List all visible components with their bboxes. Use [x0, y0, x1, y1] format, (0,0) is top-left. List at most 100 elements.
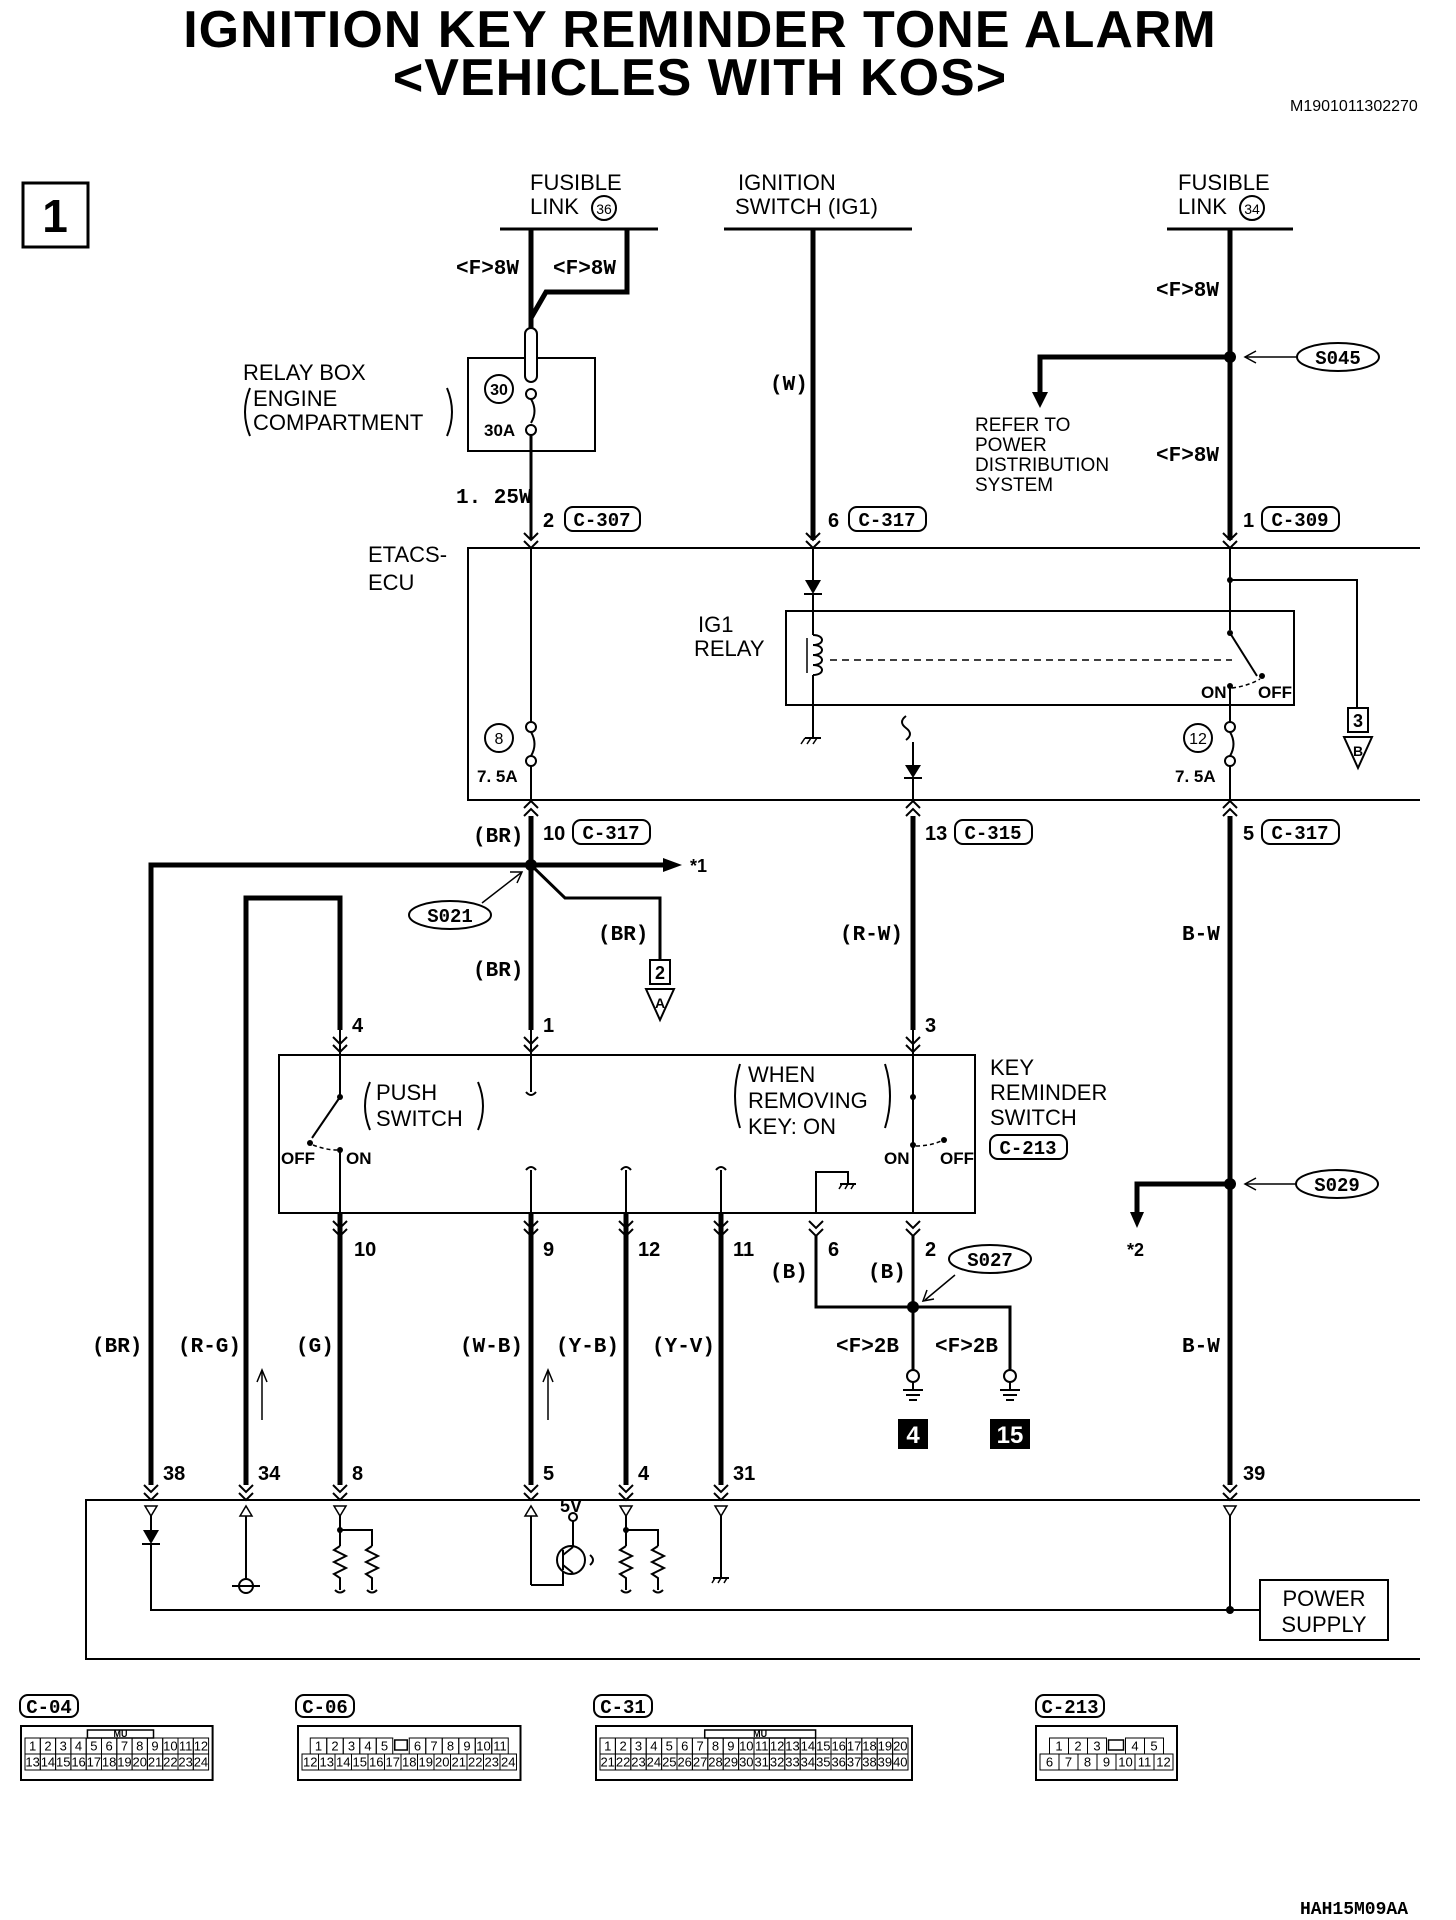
connector-view-pin: 13 — [320, 1755, 334, 1770]
connector-c307-pin: 2 — [543, 510, 554, 532]
connector-view-pin: 28 — [708, 1755, 722, 1770]
connector-c309-box — [1261, 506, 1340, 532]
connector-view-pin: 22 — [163, 1755, 177, 1770]
fuse-30-rating: 30A — [484, 421, 515, 440]
connector-view-pin: 13 — [785, 1739, 799, 1754]
connector-view-pin: 2 — [619, 1739, 626, 1754]
push-switch-paren-left — [364, 1081, 371, 1131]
connector-view-cell — [892, 1753, 909, 1771]
wire-label-br-a: (BR) — [473, 826, 523, 849]
fusible-link-element — [524, 327, 538, 383]
connector-view-pin: 5 — [381, 1739, 388, 1754]
fuse-12-element — [1229, 731, 1235, 757]
key-switch-top-pin-4: 4 — [352, 1015, 364, 1037]
connector-c307-name: C-307 — [573, 510, 630, 532]
relay-box-label-2: ENGINE — [253, 386, 337, 411]
ig1-contact-off — [1259, 673, 1265, 679]
page-marker: 1 — [42, 190, 68, 242]
connector-c317c-pin: 5 — [1243, 823, 1254, 845]
splice-s027-pointer — [924, 1274, 956, 1301]
wire-label-bw-b: B-W — [1182, 1336, 1220, 1359]
cross-ref-2-letter: A — [655, 995, 665, 1011]
connector-c317b-name: C-317 — [582, 823, 639, 845]
refer-note-line2: POWER — [975, 435, 1047, 456]
cross-ref-2-num: 2 — [655, 963, 665, 983]
ig1-relay-label-2: RELAY — [694, 636, 765, 661]
wire-label-f8w-d: <F>8W — [1156, 445, 1219, 468]
connector-view-pin: 20 — [435, 1755, 449, 1770]
ground-4-badge — [898, 1419, 928, 1449]
connector-c309-pin: 1 — [1243, 510, 1254, 532]
connector-view-pin: 1 — [29, 1739, 36, 1754]
fuse-12-num-circle — [1183, 723, 1213, 753]
fuse-12-rating: 7. 5A — [1175, 767, 1216, 786]
connector-view-pin: 23 — [178, 1755, 192, 1770]
wire-label-f8w-c: <F>8W — [1156, 280, 1219, 303]
connector-view-pin: 35 — [816, 1755, 830, 1770]
power-supply-box — [1259, 1579, 1389, 1641]
ground-15-icon — [1000, 1369, 1020, 1401]
ecu-pin-5: 5 — [543, 1463, 554, 1485]
key-switch-label-2: REMINDER — [990, 1080, 1107, 1105]
document-id: M1901011302270 — [1290, 98, 1418, 115]
connector-c315-box — [954, 819, 1033, 845]
wire-label-f8w-b: <F>8W — [553, 258, 616, 281]
key-switch-off-label: OFF — [940, 1149, 974, 1168]
connector-view-pin: 22 — [468, 1755, 482, 1770]
connector-view-cell — [499, 1753, 517, 1771]
ig1-diode — [805, 580, 821, 594]
connector-view-label: C-06 — [302, 1697, 348, 1719]
connector-view-pin: 3 — [1093, 1739, 1100, 1754]
splice-s021-pointer — [481, 871, 523, 904]
connector-view-pin: 2 — [44, 1739, 51, 1754]
ecu-31-ground-icon — [711, 1516, 729, 1584]
connector-view-pin: 29 — [724, 1755, 738, 1770]
ecu-4-resistors — [617, 1516, 667, 1594]
fusible-link-34-label-1: FUSIBLE — [1178, 170, 1270, 195]
ig1-relay-box — [785, 610, 1295, 706]
ground-15-badge — [990, 1419, 1030, 1449]
wire-label-w: (W) — [770, 374, 808, 397]
relay-box-label-1: RELAY BOX — [243, 360, 366, 385]
signal-arrow-wb-head — [542, 1368, 554, 1383]
wire-f8w-b — [528, 229, 630, 320]
connector-view-housing — [297, 1725, 522, 1781]
connector-view-pin: 7 — [121, 1739, 128, 1754]
fuse-8-num: 8 — [495, 731, 504, 748]
key-switch-label-3: SWITCH — [990, 1105, 1077, 1130]
wire-f2b-b — [913, 1305, 1012, 1370]
connector-view-pin: 30 — [739, 1755, 753, 1770]
star2-label: *2 — [1127, 1240, 1144, 1260]
wire-label-rg: (R-G) — [178, 1336, 241, 1359]
switch-pin-9-stub — [525, 1166, 537, 1213]
wire-label-br-b: (BR) — [598, 924, 648, 947]
power-supply-label-1: POWER — [1282, 1586, 1365, 1611]
fusible-link-36-label-1: FUSIBLE — [530, 170, 622, 195]
connector-view-pin: 14 — [41, 1755, 55, 1770]
ecu-lower-box — [85, 1499, 1420, 1660]
connector-view-pin: 9 — [463, 1739, 470, 1754]
connector-view-pin: 15 — [353, 1755, 367, 1770]
ecu-power-bus — [150, 1544, 1260, 1611]
cross-ref-3-box — [1347, 707, 1369, 733]
connector-view-pin: 1 — [604, 1739, 611, 1754]
connector-view-label-box — [1035, 1694, 1105, 1718]
connector-view-pin: 20 — [893, 1739, 907, 1754]
switch-pin-11-stub — [715, 1166, 727, 1213]
refer-note-line3: DISTRIBUTION — [975, 455, 1109, 476]
etacs-mid-break — [901, 715, 911, 741]
connector-view-pin: 8 — [136, 1739, 143, 1754]
connector-view-pin: 11 — [755, 1739, 769, 1754]
fuse-30-terminal-top — [525, 388, 537, 400]
wire-label-b-b: (B) — [868, 1262, 906, 1285]
connector-view-pin: 17 — [847, 1739, 861, 1754]
connector-view-pin: 25 — [662, 1755, 676, 1770]
ecu-input-symbols — [143, 1504, 1238, 1518]
connector-view-pin: 8 — [447, 1739, 454, 1754]
splice-s027-label: S027 — [967, 1250, 1013, 1272]
star1-label: *1 — [690, 856, 707, 876]
wire-br-to-ecu38 — [148, 862, 531, 1485]
connector-view-label-box — [295, 1694, 355, 1718]
connector-view-pin: 18 — [862, 1739, 876, 1754]
connector-view-pin: 26 — [677, 1755, 691, 1770]
